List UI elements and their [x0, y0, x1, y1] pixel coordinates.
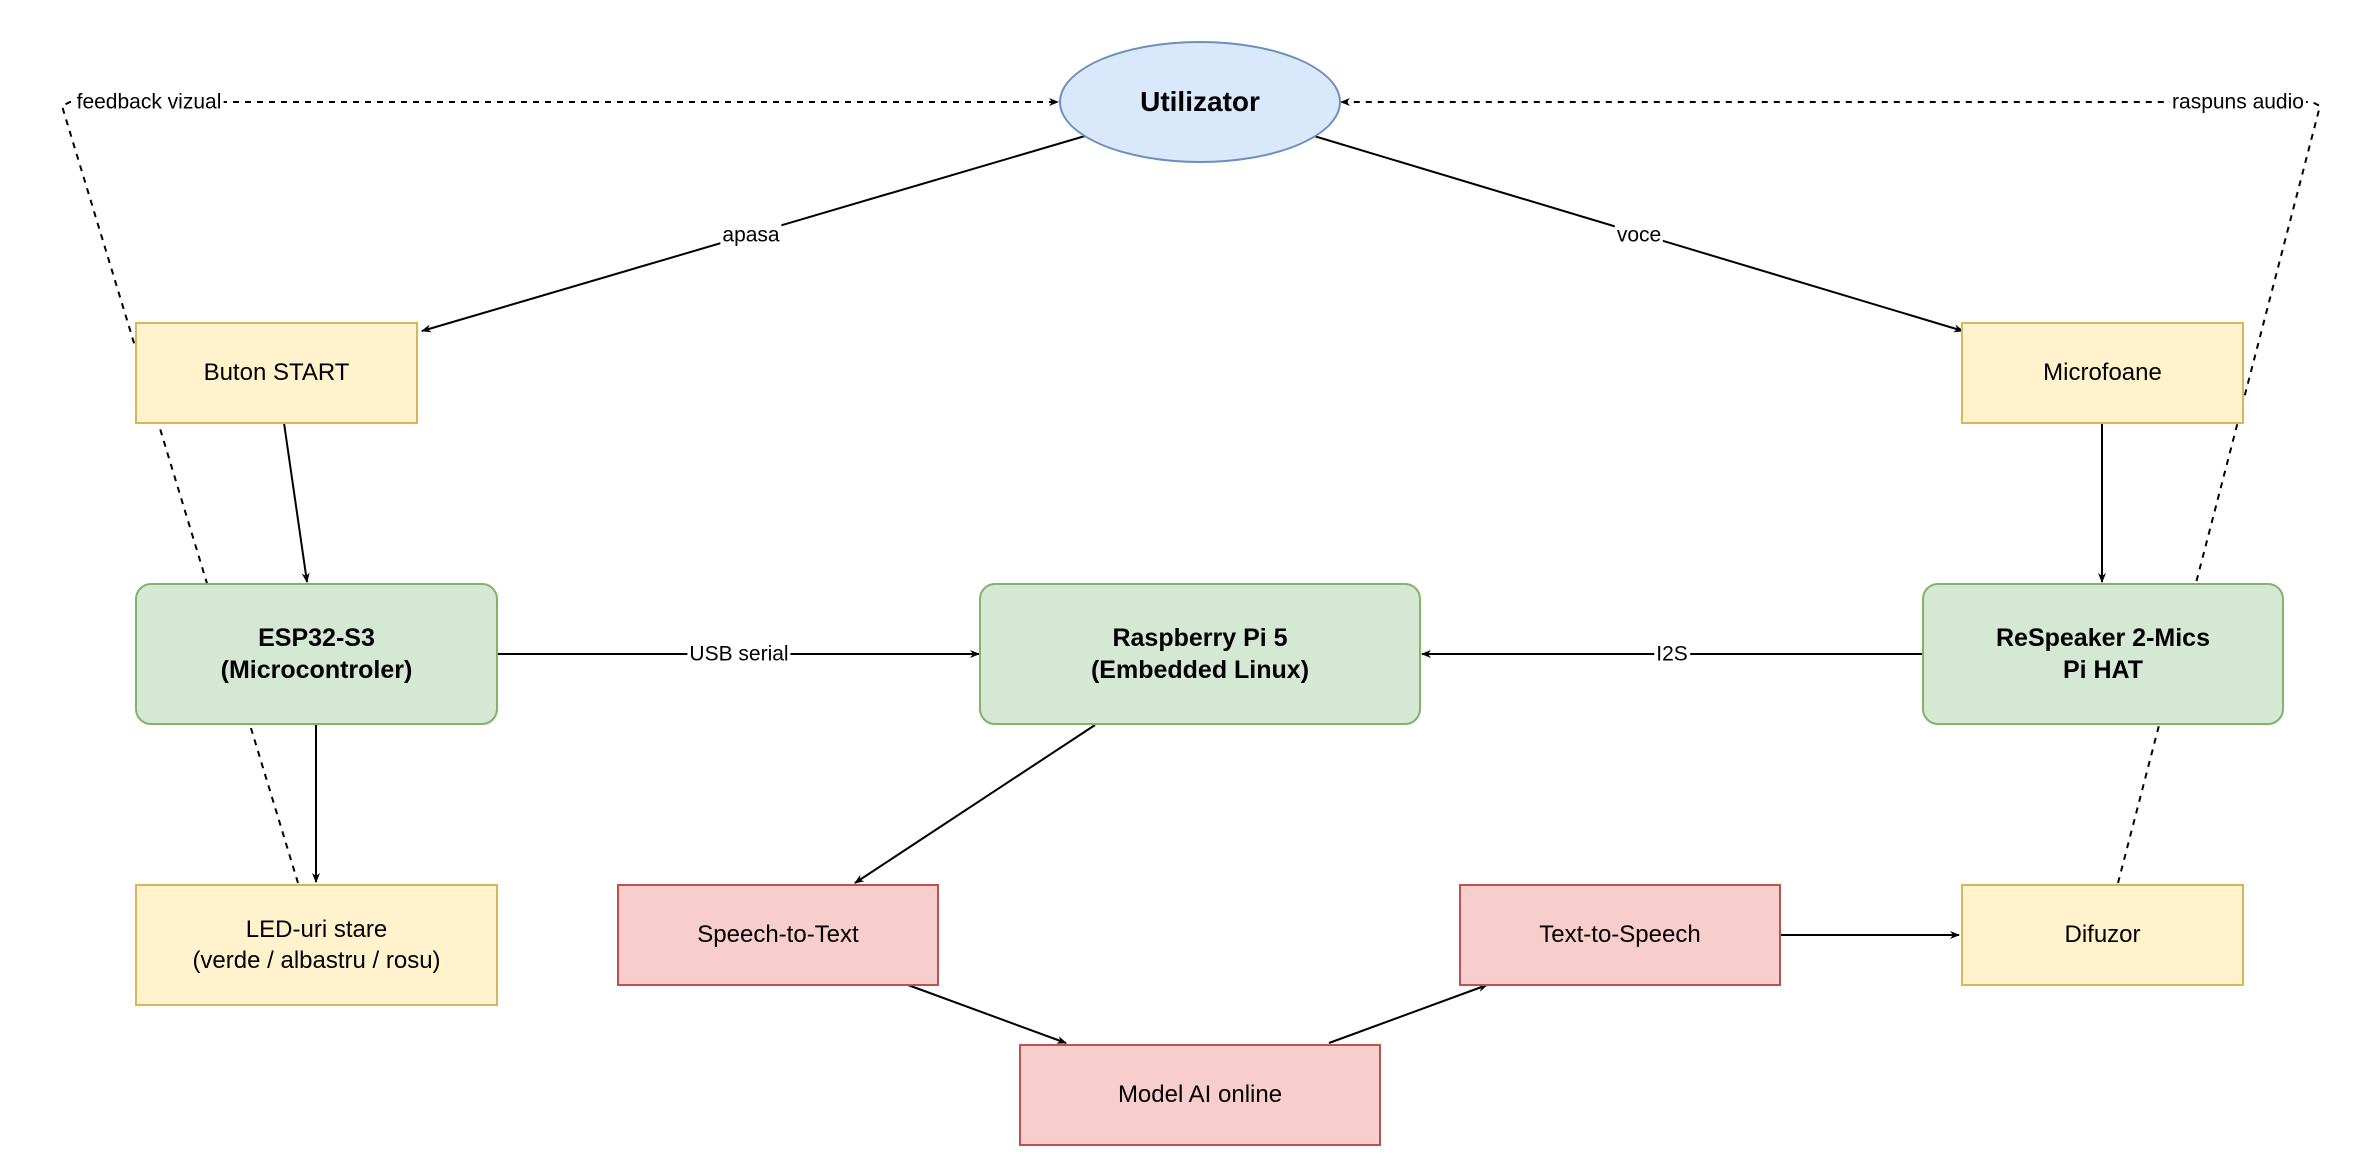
edge-speaker-response-to-user	[1340, 98, 2322, 884]
edge-label-raspuns-audio: raspuns audio	[2170, 90, 2306, 114]
esp32-node: ESP32-S3 (Microcontroler)	[135, 583, 498, 725]
edge-leds-feedback-to-user	[60, 98, 1059, 884]
speaker-node: Difuzor	[1961, 884, 2244, 986]
edge-model-ai-to-tts	[1328, 984, 1488, 1044]
user-node: Utilizator	[1059, 41, 1341, 163]
text-to-speech-node: Text-to-Speech	[1459, 884, 1781, 986]
edge-label-feedback-vizual: feedback vizual	[74, 90, 224, 114]
edge-button-to-esp32	[283, 422, 310, 583]
edge-label-i2s: I2S	[1654, 642, 1690, 666]
edge-label-voce: voce	[1614, 223, 1664, 247]
speech-to-text-node: Speech-to-Text	[617, 884, 939, 986]
edge-label-usb-serial: USB serial	[687, 642, 791, 666]
respeaker-node: ReSpeaker 2-Mics Pi HAT	[1922, 583, 2284, 725]
online-ai-model-node: Model AI online	[1019, 1044, 1381, 1146]
edge-raspberry-to-stt	[854, 724, 1096, 884]
edge-label-apasa: apasa	[720, 223, 782, 247]
start-button-node: Buton START	[135, 322, 418, 424]
raspberry-pi-node: Raspberry Pi 5 (Embedded Linux)	[979, 583, 1421, 725]
microphones-node: Microfoane	[1961, 322, 2244, 424]
edge-stt-to-model-ai	[907, 984, 1067, 1044]
status-leds-node: LED-uri stare (verde / albastru / rosu)	[135, 884, 498, 1006]
